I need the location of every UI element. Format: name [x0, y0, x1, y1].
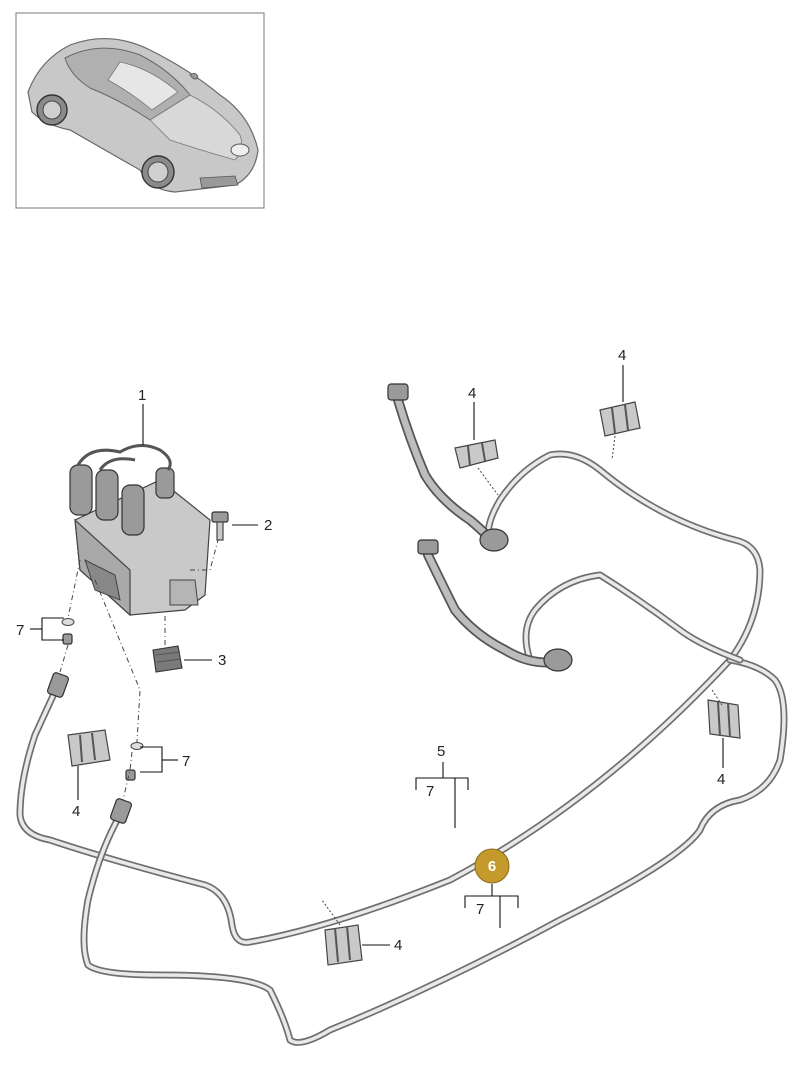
car-thumbnail-icon: [27, 38, 259, 193]
callout-4: 4: [717, 771, 725, 788]
callout-labels: 1 2 3 4 4 4 4 4 5 7 7 7 7: [16, 347, 725, 954]
pipe-clip: [324, 924, 363, 966]
flexible-hoses: [387, 383, 573, 672]
hose-elbow: [479, 528, 509, 552]
pipe-clips: [67, 401, 741, 966]
callout-6: 6: [488, 858, 496, 875]
callout-4: 4: [468, 385, 476, 402]
pipe-clip: [599, 401, 641, 437]
brake-pipe-lines: [16, 450, 788, 1046]
callout-4: 4: [618, 347, 626, 364]
callout-7: 7: [426, 783, 434, 800]
car-thumbnail: [15, 12, 265, 209]
leader-lines: [30, 365, 724, 946]
valve-block: [69, 444, 211, 617]
pipe-clip: [454, 439, 499, 469]
callout-7: 7: [16, 622, 24, 639]
highlight-badge: [474, 848, 510, 884]
bolt: [211, 511, 229, 541]
pipe-clip: [67, 729, 111, 767]
hose-fitting: [387, 383, 409, 401]
assembly-lines: [59, 435, 723, 926]
callout-2: 2: [264, 517, 272, 534]
callout-1: 1: [138, 387, 146, 404]
callout-7: 7: [476, 901, 484, 918]
highlighted-callout-6[interactable]: 6: [474, 848, 510, 884]
mounting-rubber: [152, 645, 183, 673]
hose-fitting: [417, 539, 439, 555]
pipe-connectors: [46, 618, 144, 824]
callout-5: 5: [437, 743, 445, 760]
pipe-clip: [707, 699, 741, 739]
hose-elbow: [543, 648, 573, 672]
callout-7: 7: [182, 753, 190, 770]
callout-3: 3: [218, 652, 226, 669]
callout-4: 4: [394, 937, 402, 954]
callout-4: 4: [72, 803, 80, 820]
